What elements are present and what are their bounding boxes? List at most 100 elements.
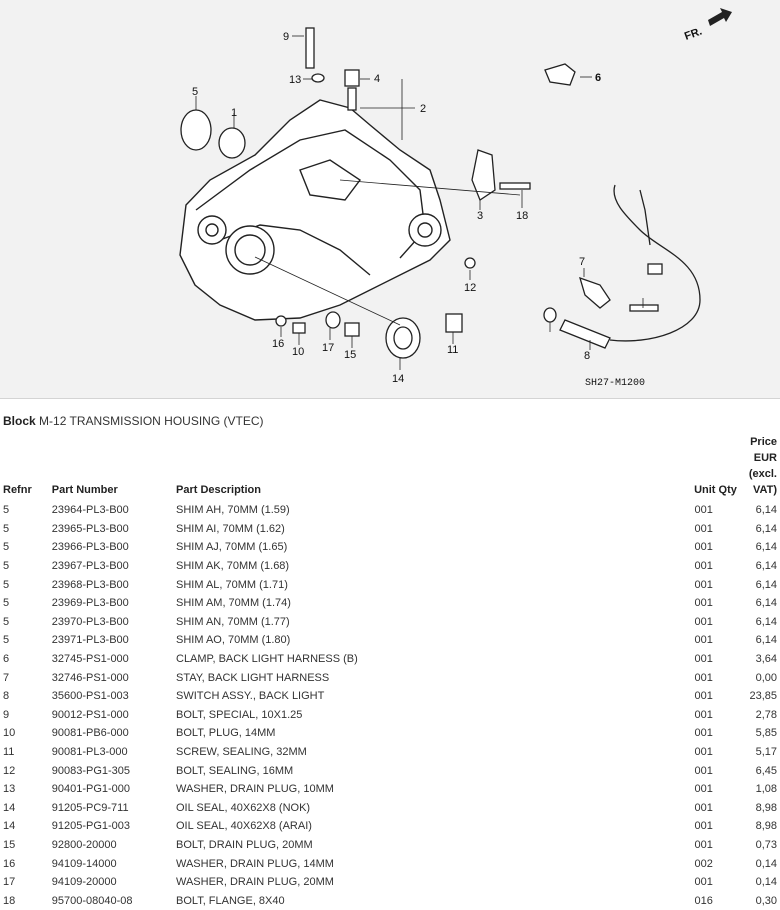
price-cell: 6,14 (755, 541, 777, 554)
part-number-cell: 23969-PL3-B00 (51, 597, 129, 610)
transmission-housing-drawing (179, 99, 451, 321)
price-cell: 5,17 (755, 746, 777, 759)
header-refnr: Refnr (3, 484, 32, 496)
description-cell: SHIM AN, 70MM (1.77) (176, 615, 290, 628)
price-cell: 0,14 (755, 857, 777, 870)
part-number-cell: 23964-PL3-B00 (51, 504, 129, 517)
description-cell: STAY, BACK LIGHT HARNESS (176, 671, 330, 684)
table-row[interactable]: 5 23968-PL3-B00 SHIM AL, 70MM (1.71) 001 6,1… (0, 575, 780, 594)
refnr-cell: 14 (3, 801, 16, 814)
callout-label: 1 (231, 107, 237, 119)
description-cell: WASHER, DRAIN PLUG, 14MM (176, 857, 334, 870)
refnr-cell: 16 (3, 857, 16, 870)
part-number-cell: 23965-PL3-B00 (51, 522, 129, 535)
description-cell: WASHER, DRAIN PLUG, 20MM (176, 876, 334, 889)
header-unit-qty: Unit Qty (694, 484, 737, 496)
part-number-cell: 94109-20000 (51, 876, 117, 889)
refnr-cell: 5 (3, 560, 10, 573)
unit-qty-cell: 001 (694, 522, 713, 535)
description-cell: SHIM AH, 70MM (1.59) (176, 504, 290, 517)
refnr-cell: 14 (3, 820, 16, 833)
price-cell: 23,85 (749, 690, 777, 703)
unit-qty-cell: 001 (694, 634, 713, 647)
price-cell: 6,14 (755, 597, 777, 610)
part-number-cell: 94109-14000 (51, 857, 117, 870)
part-number-cell: 35600-PS1-003 (51, 690, 129, 703)
unit-qty-cell: 001 (694, 578, 713, 591)
description-cell: OIL SEAL, 40X62X8 (NOK) (176, 801, 311, 814)
table-row[interactable]: 16 94109-14000 WASHER, DRAIN PLUG, 14MM 002… (0, 854, 780, 873)
direction-label: FR. (683, 25, 704, 42)
exploded-view-drawing: FR. 1 2 3 4 5 6 7 8 9 11 12 13 14 15 16 … (179, 8, 732, 389)
price-cell: 6,14 (755, 560, 777, 573)
block-label: Block (3, 414, 36, 428)
unit-qty-cell: 001 (694, 597, 713, 610)
unit-qty-cell: 001 (694, 653, 713, 666)
description-cell: SHIM AK, 70MM (1.68) (176, 560, 290, 573)
block-title: Block M-12 TRANSMISSION HOUSING (VTEC) (3, 414, 264, 428)
header-part-number: Part Number (51, 484, 118, 496)
part-number-cell: 91205-PG1-003 (51, 820, 131, 833)
price-cell: 1,08 (755, 783, 777, 796)
description-cell: SHIM AL, 70MM (1.71) (176, 578, 288, 591)
unit-qty-cell: 002 (694, 857, 713, 870)
refnr-cell: 10 (3, 727, 16, 740)
description-cell: SHIM AJ, 70MM (1.65) (176, 541, 288, 554)
callout-label: 5 (192, 86, 198, 98)
unit-qty-cell: 001 (694, 876, 713, 889)
price-cell: 6,14 (755, 578, 777, 591)
part-number-cell: 91205-PC9-711 (51, 801, 129, 814)
refnr-cell: 13 (3, 783, 16, 796)
callout-label: 8 (584, 350, 590, 362)
refnr-cell: 8 (3, 690, 10, 703)
price-cell: 6,14 (755, 615, 777, 628)
part-number-cell: 95700-08040-08 (51, 894, 133, 907)
parts-table: Refnr Part Number Part Description Unit … (0, 434, 780, 910)
price-cell: 2,78 (755, 708, 777, 721)
price-cell: 0,73 (755, 838, 777, 851)
part-number-cell: 90081-PL3-000 (51, 746, 128, 759)
callout-label: 3 (477, 210, 483, 222)
unit-qty-cell: 001 (694, 615, 713, 628)
part-number-cell: 90081-PB6-000 (51, 727, 129, 740)
diagram-code: SH27-M1200 (585, 378, 645, 389)
leader-lines (195, 35, 644, 370)
callout-label: 15 (344, 349, 356, 361)
header-description: Part Description (176, 484, 261, 496)
description-cell: BOLT, PLUG, 14MM (176, 727, 276, 740)
part-number-cell: 90083-PG1-305 (51, 764, 131, 777)
front-direction-arrow: FR. (683, 8, 732, 43)
refnr-cell: 5 (3, 578, 10, 591)
description-cell: BOLT, SPECIAL, 10X1.25 (176, 708, 303, 721)
part-number-cell: 23968-PL3-B00 (51, 578, 129, 591)
header-price-line1: Price EUR (750, 436, 777, 464)
part-number-cell: 92800-20000 (51, 838, 117, 851)
part-number-cell: 32745-PS1-000 (51, 653, 129, 666)
price-cell: 0,00 (755, 671, 777, 684)
small-parts-drawing (180, 27, 701, 359)
unit-qty-cell: 001 (694, 504, 713, 517)
refnr-cell: 7 (3, 671, 10, 684)
callout-label: 4 (374, 73, 380, 85)
part-number-cell: 23966-PL3-B00 (51, 541, 129, 554)
